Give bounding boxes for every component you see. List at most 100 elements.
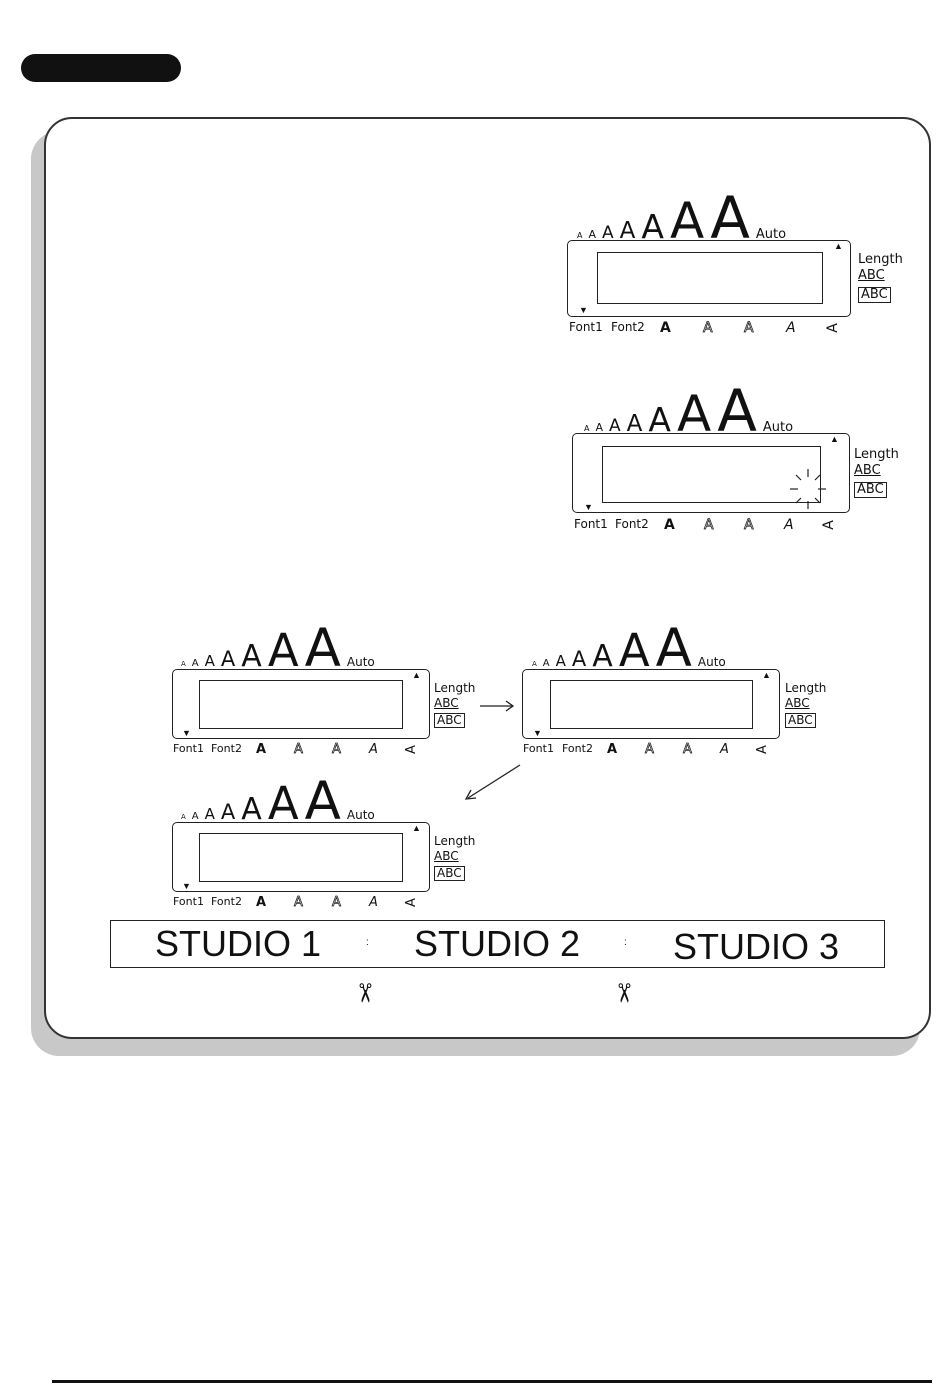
size-5: A (641, 212, 664, 242)
down-indicator-icon: ▼ (533, 729, 542, 738)
font1-label: Font1 (523, 742, 554, 755)
printed-label-tape: STUDIO 1 : STUDIO 2 : STUDIO 3 (110, 920, 885, 968)
label-segment-1: STUDIO 1 (155, 926, 321, 962)
size-1: A (584, 425, 589, 432)
outline-style-icon: A (704, 517, 714, 533)
down-indicator-icon: ▼ (584, 503, 593, 512)
size-5: A (592, 643, 613, 670)
size-5: A (241, 796, 262, 823)
scissors-icon: ✂ (351, 982, 377, 1004)
size-4: A (620, 221, 636, 242)
size-1: A (181, 814, 186, 820)
lcd-screen (199, 680, 403, 729)
size-2: A (192, 659, 199, 668)
size-3: A (556, 655, 566, 669)
down-indicator-icon: ▼ (579, 306, 588, 315)
underline-abc: ABC (858, 268, 885, 283)
length-label: Length (785, 681, 826, 696)
outline-style-icon: A (645, 742, 654, 757)
down-left-arrow-icon (462, 762, 524, 802)
size-2: A (192, 812, 199, 821)
length-label: Length (434, 681, 475, 696)
boxed-abc: ABC (854, 482, 887, 498)
size-3: A (205, 808, 215, 822)
vertical-style-icon: A (404, 898, 419, 907)
lcd-screen (597, 252, 823, 304)
size-1: A (577, 232, 582, 239)
lcd-screen (550, 680, 753, 729)
underline-abc: ABC (434, 849, 459, 863)
blinking-cursor-icon (790, 467, 830, 511)
font2-label: Font2 (562, 742, 593, 755)
auto-label: Auto (698, 657, 726, 668)
boxed-abc: ABC (434, 713, 465, 728)
shadow-style-icon: A (332, 742, 341, 757)
size-1: A (181, 661, 186, 667)
size-6: A (670, 199, 704, 244)
size-3: A (205, 655, 215, 669)
up-indicator-icon: ▲ (834, 242, 843, 251)
up-indicator-icon: ▲ (762, 671, 771, 680)
font1-label: Font1 (574, 517, 608, 531)
boxed-abc: ABC (434, 866, 465, 881)
size-7: A (305, 778, 341, 826)
up-indicator-icon: ▲ (830, 435, 839, 444)
italic-style-icon: A (369, 742, 378, 757)
size-7: A (305, 625, 341, 673)
font2-label: Font2 (611, 320, 645, 334)
underline-abc: ABC (434, 696, 459, 710)
auto-label: Auto (347, 810, 375, 821)
lcd-screen (199, 833, 403, 882)
size-1: A (532, 661, 537, 667)
footer-rule (52, 1380, 932, 1383)
size-7: A (710, 192, 750, 244)
side-indicators: Length ABC ABC (858, 252, 903, 303)
shadow-style-icon: A (744, 320, 754, 336)
length-label: Length (858, 252, 903, 268)
underline-abc: ABC (785, 696, 810, 710)
section-header-pill (21, 54, 181, 82)
italic-style-icon: A (720, 742, 729, 757)
font2-label: Font2 (211, 742, 242, 755)
size-2: A (543, 659, 550, 668)
side-indicators: Length ABC ABC (434, 834, 475, 881)
vertical-style-icon: A (821, 520, 837, 530)
size-4: A (221, 803, 235, 822)
size-2: A (595, 423, 603, 433)
vertical-style-icon: A (404, 745, 419, 754)
outline-style-icon: A (294, 895, 303, 910)
right-arrow-icon (478, 699, 518, 713)
shadow-style-icon: A (744, 517, 754, 533)
length-label: Length (434, 834, 475, 849)
font1-label: Font1 (173, 895, 204, 908)
bold-style-icon: A (256, 742, 266, 757)
size-3: A (602, 226, 614, 241)
bold-style-icon: A (256, 895, 266, 910)
bold-style-icon: A (660, 320, 671, 336)
size-6: A (268, 784, 299, 825)
size-5: A (241, 643, 262, 670)
bold-style-icon: A (664, 517, 675, 533)
vertical-style-icon: A (755, 745, 770, 754)
vertical-style-icon: A (825, 323, 841, 333)
length-label: Length (854, 447, 899, 463)
auto-label: Auto (756, 229, 786, 241)
segment-separator-2: : (624, 937, 627, 948)
size-7: A (656, 625, 692, 673)
italic-style-icon: A (369, 895, 378, 910)
side-indicators: Length ABC ABC (434, 681, 475, 728)
size-4: A (221, 650, 235, 669)
label-segment-2: STUDIO 2 (414, 926, 580, 962)
font2-label: Font2 (615, 517, 649, 531)
scissors-icon: ✂ (610, 982, 636, 1004)
italic-style-icon: A (784, 517, 794, 533)
shadow-style-icon: A (332, 895, 341, 910)
boxed-abc: ABC (785, 713, 816, 728)
